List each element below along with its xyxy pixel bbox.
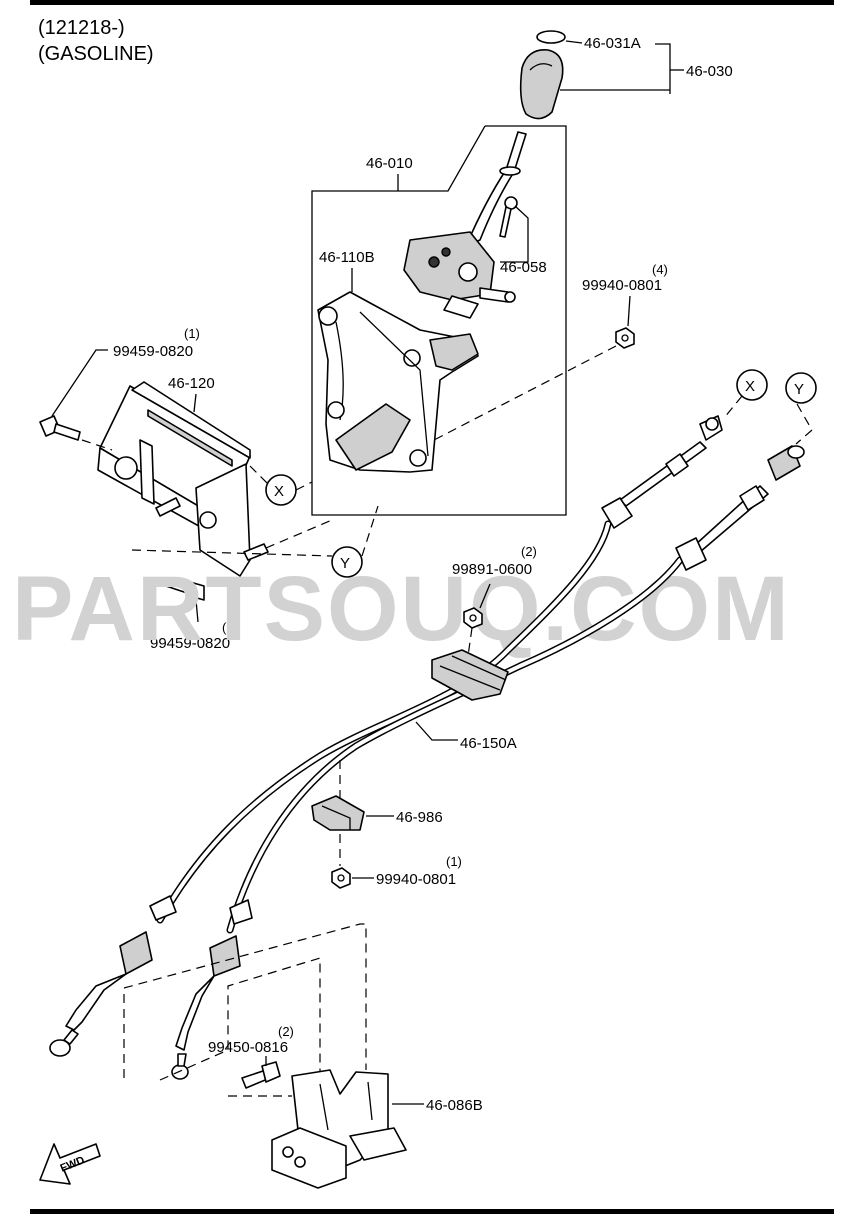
header-date-range: (121218-) bbox=[38, 17, 125, 39]
callout-x-right: X bbox=[745, 378, 755, 395]
label-99450-0816: 99450-0816 bbox=[208, 1039, 288, 1056]
fwd-arrow-icon bbox=[39, 1143, 101, 1185]
nut-99940-0801-bot bbox=[331, 867, 351, 889]
label-46-086B: 46-086B bbox=[426, 1097, 483, 1114]
shift-cable-assembly bbox=[49, 415, 805, 1080]
bolt-99450-0816 bbox=[241, 1061, 281, 1089]
shift-knob bbox=[519, 49, 564, 120]
qty-99940-0801-bot: (1) bbox=[446, 854, 462, 869]
bottom-rule bbox=[30, 1209, 834, 1214]
bolt-99459-0820-top bbox=[39, 415, 81, 441]
shift-lever bbox=[465, 131, 527, 247]
bracket-46-086B bbox=[271, 1069, 407, 1189]
bracket-stud-upper bbox=[155, 497, 181, 517]
watermark: PARTSOUQ.COM bbox=[12, 558, 791, 660]
nut-99940-0801-top bbox=[615, 327, 635, 349]
header-engine-type: (GASOLINE) bbox=[38, 43, 154, 65]
selector-mechanism bbox=[403, 231, 516, 319]
label-46-986: 46-986 bbox=[396, 809, 443, 826]
callout-y-right: Y bbox=[794, 381, 804, 398]
clip-46-986 bbox=[311, 795, 365, 831]
assy-46-010-box bbox=[311, 125, 567, 516]
label-46-030: 46-030 bbox=[686, 63, 733, 80]
label-99940-0801-top: 99940-0801 bbox=[582, 277, 662, 294]
top-rule bbox=[30, 0, 834, 5]
callout-y-left-circle bbox=[331, 546, 363, 578]
label-99459-0820-bot: 99459-0820 bbox=[150, 635, 230, 652]
label-46-120: 46-120 bbox=[168, 375, 215, 392]
callout-x-right-circle bbox=[736, 369, 768, 401]
callout-y-left: Y bbox=[340, 555, 350, 572]
qty-99459-0820-bot: (1) bbox=[222, 620, 238, 635]
label-99459-0820-top: 99459-0820 bbox=[113, 343, 193, 360]
label-46-031A: 46-031A bbox=[584, 35, 641, 52]
label-99940-0801-bot: 99940-0801 bbox=[376, 871, 456, 888]
bracket-stud-lower bbox=[243, 543, 269, 561]
bolt-46-058 bbox=[499, 196, 518, 238]
label-46-058: 46-058 bbox=[500, 259, 547, 276]
qty-99459-0820-top: (1) bbox=[184, 326, 200, 341]
bolt-99459-0820-bot bbox=[165, 577, 205, 601]
knob-cap-part bbox=[536, 30, 566, 44]
qty-99450-0816: (2) bbox=[278, 1024, 294, 1039]
callout-y-right-circle bbox=[785, 372, 817, 404]
callout-x-left: X bbox=[274, 483, 284, 500]
qty-99891-0600: (2) bbox=[521, 544, 537, 559]
label-46-010: 46-010 bbox=[366, 155, 413, 172]
label-99891-0600: 99891-0600 bbox=[452, 561, 532, 578]
label-46-150A: 46-150A bbox=[460, 735, 517, 752]
nut-99891-0600 bbox=[463, 607, 483, 629]
bracket-46-120 bbox=[97, 381, 251, 577]
shifter-housing bbox=[317, 291, 479, 473]
label-46-110B: 46-110B bbox=[319, 249, 375, 266]
qty-99940-0801-top: (4) bbox=[652, 262, 668, 277]
